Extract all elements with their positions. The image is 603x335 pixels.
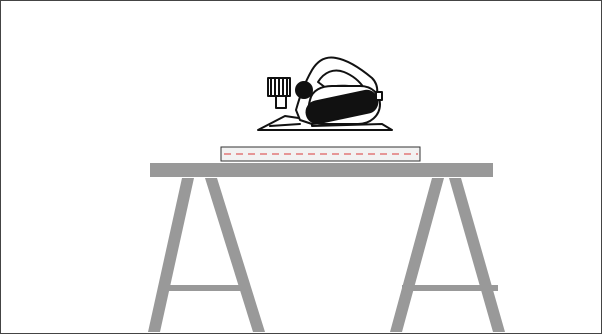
table-top [150,163,493,177]
wooden-board-icon [221,147,420,161]
